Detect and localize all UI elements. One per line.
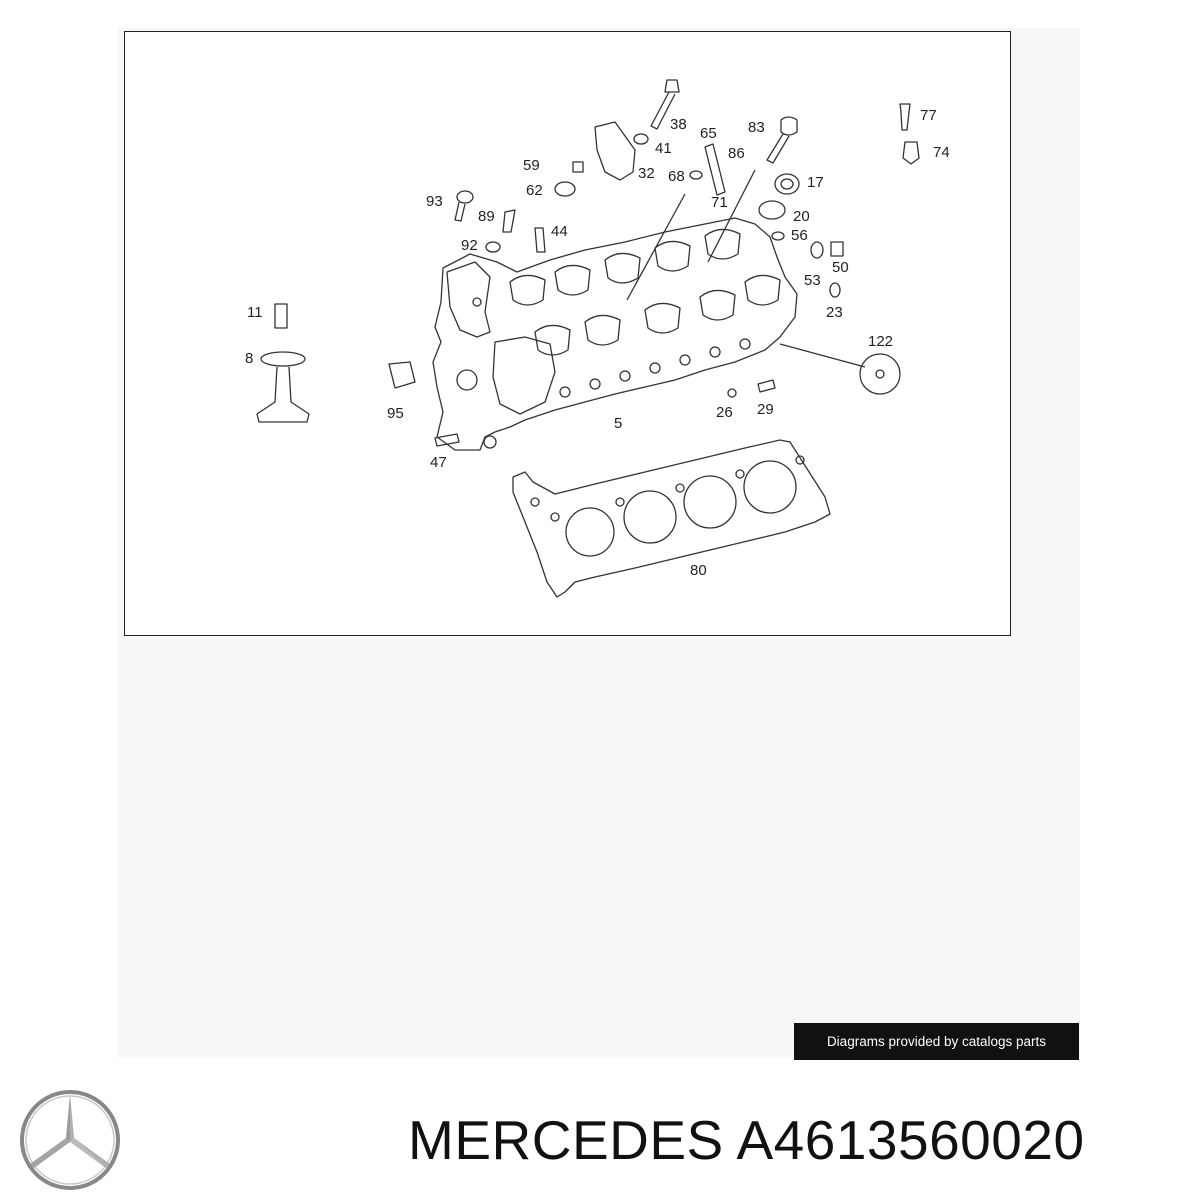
mercedes-star-icon xyxy=(20,1090,120,1190)
callout-5: 5 xyxy=(614,415,622,432)
callout-11: 11 xyxy=(247,304,263,321)
callout-53: 53 xyxy=(804,272,821,289)
callout-122: 122 xyxy=(868,333,893,350)
callout-77: 77 xyxy=(920,107,937,124)
callout-62: 62 xyxy=(526,182,543,199)
callout-83: 83 xyxy=(748,119,765,136)
callout-38: 38 xyxy=(670,116,687,133)
callout-95: 95 xyxy=(387,405,404,422)
callout-47: 47 xyxy=(430,454,447,471)
callout-23: 23 xyxy=(826,304,843,321)
callout-92: 92 xyxy=(461,237,478,254)
callout-65: 65 xyxy=(700,125,717,142)
callout-56: 56 xyxy=(791,227,808,244)
callout-41: 41 xyxy=(655,140,672,157)
callout-32: 32 xyxy=(638,165,655,182)
callout-50: 50 xyxy=(832,259,849,276)
callout-17: 17 xyxy=(807,174,824,191)
engine-head-diagram: 38 41 65 83 86 77 74 59 32 68 17 62 93 7… xyxy=(245,79,950,598)
callout-80: 80 xyxy=(690,562,707,579)
credit-banner: Diagrams provided by catalogs parts xyxy=(794,1023,1079,1060)
callout-89: 89 xyxy=(478,208,495,225)
callout-26: 26 xyxy=(716,404,733,421)
diagram-frame: 38 41 65 83 86 77 74 59 32 68 17 62 93 7… xyxy=(124,31,1011,636)
callout-8: 8 xyxy=(245,350,253,367)
callout-74: 74 xyxy=(933,144,950,161)
callout-93: 93 xyxy=(426,193,443,210)
callout-68: 68 xyxy=(668,168,685,185)
callout-59: 59 xyxy=(523,157,540,174)
callout-29: 29 xyxy=(757,401,774,418)
callout-20: 20 xyxy=(793,208,810,225)
callout-86: 86 xyxy=(728,145,745,162)
callout-71: 71 xyxy=(711,194,728,211)
part-number-title: MERCEDES A4613560020 xyxy=(408,1109,1085,1171)
callout-44: 44 xyxy=(551,223,568,240)
